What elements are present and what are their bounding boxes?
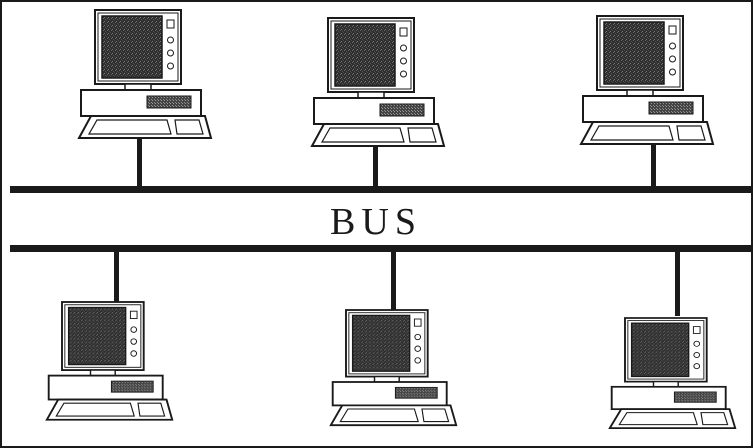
computer-icon xyxy=(329,309,458,427)
computer-icon xyxy=(45,301,174,421)
drop-line-bottom-2 xyxy=(391,250,396,310)
computer-icon xyxy=(580,15,714,145)
drop-line-top-2 xyxy=(373,140,378,188)
bus-label: BUS xyxy=(330,201,422,243)
bus-line-top xyxy=(10,186,753,193)
computer-icon xyxy=(608,317,737,430)
drop-line-bottom-1 xyxy=(114,250,119,302)
computer-icon xyxy=(78,9,212,139)
bus-line-bottom xyxy=(10,245,753,252)
drop-line-bottom-3 xyxy=(675,250,680,316)
computer-icon xyxy=(311,17,445,147)
drop-line-top-3 xyxy=(651,136,656,188)
drop-line-top-1 xyxy=(137,128,142,188)
